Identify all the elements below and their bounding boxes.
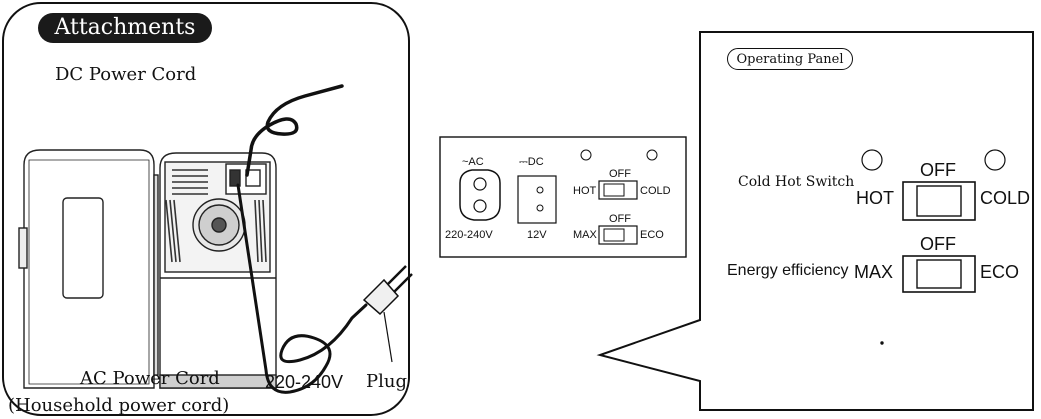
voltage-label: 220-240V bbox=[265, 372, 344, 392]
small-switch1-hot: HOT bbox=[573, 185, 597, 197]
switch1-hot-label: HOT bbox=[856, 188, 894, 208]
switch2-max-label: MAX bbox=[854, 262, 894, 282]
switch2-off-label: OFF bbox=[920, 234, 956, 254]
attachments-frame bbox=[2, 2, 410, 416]
cold-hot-switch-label: Cold Hot Switch bbox=[738, 174, 855, 190]
operating-panel-details bbox=[861, 149, 1006, 345]
fridge-body bbox=[159, 152, 277, 389]
operating-panel-title: Operating Panel bbox=[727, 48, 853, 70]
small-ac-label: ~AC bbox=[462, 156, 484, 168]
ac-cord-label: AC Power Cord bbox=[80, 368, 220, 389]
small-switch1-off: OFF bbox=[609, 168, 631, 180]
small-control-panel bbox=[439, 136, 687, 258]
small-dc-label: ⎓DC bbox=[519, 156, 544, 168]
switch1-off-label: OFF bbox=[920, 160, 956, 180]
small-switch1-cold: COLD bbox=[640, 185, 671, 197]
plug-label: Plug bbox=[366, 371, 407, 392]
energy-efficiency-label: Energy efficiency bbox=[727, 262, 849, 279]
switch1-cold-label: COLD bbox=[980, 188, 1031, 208]
operating-panel-callout bbox=[596, 31, 1034, 411]
switch2-eco-label: ECO bbox=[980, 262, 1020, 282]
fridge-door bbox=[18, 149, 159, 389]
attachments-title: Attachments bbox=[38, 13, 212, 43]
household-cord-label: (Household power cord) bbox=[8, 395, 230, 416]
dc-cord-label: DC Power Cord bbox=[55, 64, 197, 85]
plug-icon bbox=[362, 265, 413, 363]
small-switch2-off: OFF bbox=[609, 213, 631, 225]
small-switch2-max: MAX bbox=[573, 229, 597, 241]
ac-power-cord bbox=[236, 183, 368, 394]
small-ac-voltage: 220-240V bbox=[445, 229, 493, 241]
small-dc-voltage: 12V bbox=[527, 229, 547, 241]
small-switch2-eco: ECO bbox=[640, 229, 664, 241]
dc-power-cord bbox=[245, 84, 344, 177]
